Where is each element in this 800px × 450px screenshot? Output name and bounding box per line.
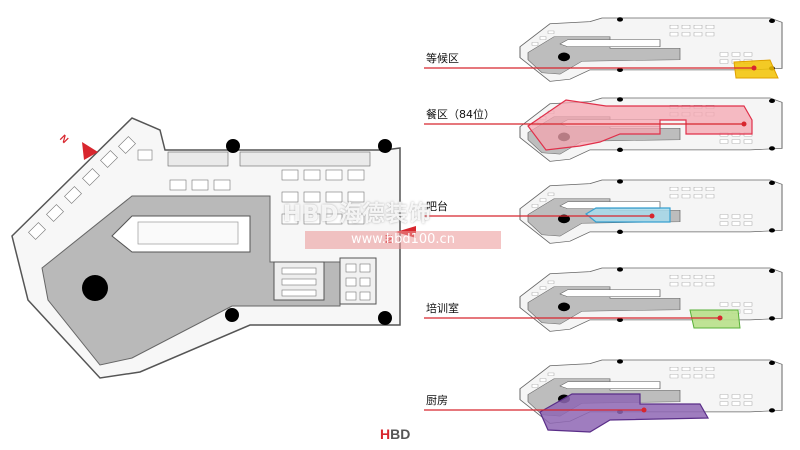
dining-tables xyxy=(28,136,365,240)
waiting-area xyxy=(339,257,377,305)
zone-dot-bar xyxy=(649,213,655,219)
waiting-seats xyxy=(345,263,371,301)
window-booths xyxy=(167,151,371,167)
zone-thumb-kitchen xyxy=(424,358,783,433)
watermark-logo: HBD海德装饰 xyxy=(283,202,432,227)
bar-inner xyxy=(137,221,239,245)
zone-thumb-waiting xyxy=(424,16,783,82)
zone-label-waiting: 等候区 xyxy=(426,52,459,65)
zone-dot-kitchen xyxy=(641,407,647,413)
zone-label-bar: 吧台 xyxy=(426,200,448,213)
zone-dot-waiting xyxy=(751,65,757,71)
brand-logo-rest: BD xyxy=(390,426,411,442)
zone-thumb-dining xyxy=(424,96,783,162)
zone-label-training: 培训室 xyxy=(426,302,459,315)
zone-label-kitchen: 厨房 xyxy=(426,394,448,407)
zone-highlight-kitchen xyxy=(539,393,710,433)
main-floor-plan xyxy=(11,117,416,379)
zone-thumb-bar xyxy=(424,178,783,244)
zone-dot-training xyxy=(717,315,723,321)
zone-highlight-dining xyxy=(527,99,753,151)
brand-logo-h: H xyxy=(380,426,391,442)
north-arrow-icon xyxy=(82,142,98,160)
structural-columns xyxy=(82,139,392,325)
zone-dot-dining xyxy=(741,121,747,127)
training-tables xyxy=(281,267,317,297)
zone-highlight-bar xyxy=(584,207,671,223)
watermark-url: www.hbd100.cn xyxy=(305,231,501,249)
zone-highlight-training xyxy=(689,309,741,329)
zone-thumb-training xyxy=(424,266,783,332)
zone-label-dining: 餐区（84位） xyxy=(426,108,495,121)
brand-logo: HBD xyxy=(380,426,410,442)
